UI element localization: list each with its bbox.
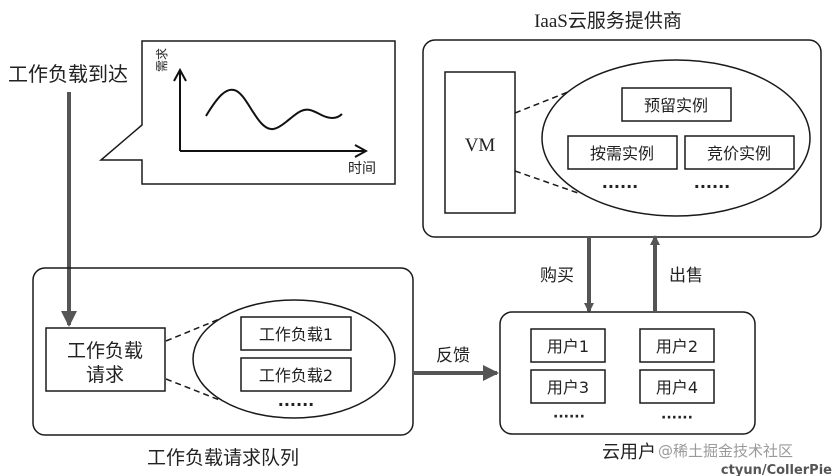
demand-axis-label: 需求: [155, 48, 169, 72]
workload-request-box: [45, 327, 166, 392]
vm-label: VM: [465, 135, 496, 156]
demand-curve: [205, 88, 343, 130]
workload-queue-caption: 工作负载请求队列: [147, 447, 299, 469]
instance-ellipsis-left: ······: [602, 177, 638, 196]
feedback-label: 反馈: [436, 346, 470, 366]
user-label: 用户1: [547, 337, 589, 356]
vm-zoom-line-top: [514, 87, 579, 114]
queue-zoom-line-top: [165, 317, 223, 342]
vm-zoom-line-bottom: [514, 170, 579, 194]
watermark-line2: ctyun/CollerPie: [721, 463, 832, 476]
queue-zoom-line-bottom: [165, 378, 223, 402]
spot-instance-box: [684, 135, 795, 170]
provider-panel: [422, 39, 822, 238]
user-label: 用户3: [547, 378, 589, 397]
workload-item-label: 工作负载2: [259, 366, 333, 385]
vm-box: [444, 71, 516, 214]
users-ellipsis-right: ······: [661, 410, 693, 426]
user-label: 用户2: [656, 337, 698, 356]
workload-request-label-line2: 请求: [86, 364, 124, 386]
demand-callout-box: [98, 40, 396, 185]
reserved-instance-label: 预留实例: [644, 96, 708, 115]
queue-ellipsis: ······: [278, 395, 314, 414]
watermark-line1: @稀土掘金技术社区: [658, 442, 793, 460]
user-label: 用户4: [656, 378, 698, 397]
user-box: [530, 328, 606, 363]
workload-item-box: [240, 357, 352, 392]
on-demand-instance-label: 按需实例: [590, 144, 654, 163]
time-axis-label: 时间: [348, 161, 376, 177]
sell-label: 出售: [669, 266, 703, 286]
cloud-users-caption: 云用户: [602, 442, 656, 463]
instance-ellipsis-right: ······: [694, 177, 730, 196]
spot-instance-label: 竞价实例: [707, 144, 771, 163]
user-box: [639, 328, 715, 363]
user-box: [530, 369, 606, 404]
workload-arrival-label: 工作负载到达: [8, 62, 128, 86]
reserved-instance-box: [621, 87, 732, 122]
users-ellipsis-left: ······: [553, 409, 585, 425]
cloud-users-panel: [499, 311, 756, 435]
buy-label: 购买: [540, 266, 574, 286]
user-box: [639, 369, 715, 404]
provider-title: IaaS云服务提供商: [534, 10, 682, 32]
workload-item-label: 工作负载1: [259, 325, 333, 344]
workload-request-label-line1: 工作负载: [67, 340, 143, 362]
workload-item-box: [240, 316, 352, 351]
workload-queue-panel: [32, 267, 414, 436]
on-demand-instance-box: [567, 135, 678, 170]
